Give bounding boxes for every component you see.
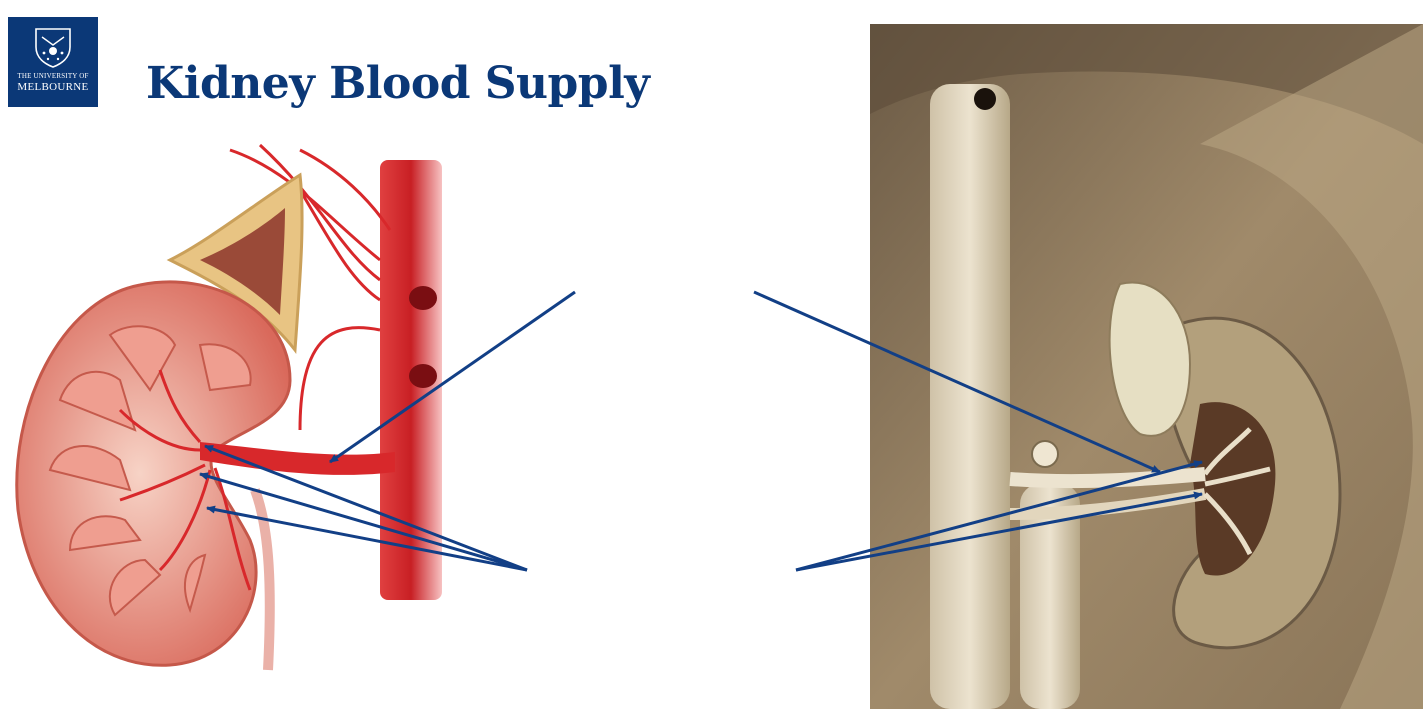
- kidney-illustration: [15, 143, 442, 671]
- university-logo: THE UNIVERSITY OF MELBOURNE: [8, 17, 98, 107]
- logo-line-2: MELBOURNE: [17, 81, 89, 93]
- renal-artery: [200, 442, 395, 475]
- university-crest-icon: [35, 28, 71, 68]
- page-title: Kidney Blood Supply: [146, 58, 650, 109]
- logo-line-1: THE UNIVERSITY OF: [17, 72, 89, 80]
- cadaver-photo: [870, 24, 1423, 709]
